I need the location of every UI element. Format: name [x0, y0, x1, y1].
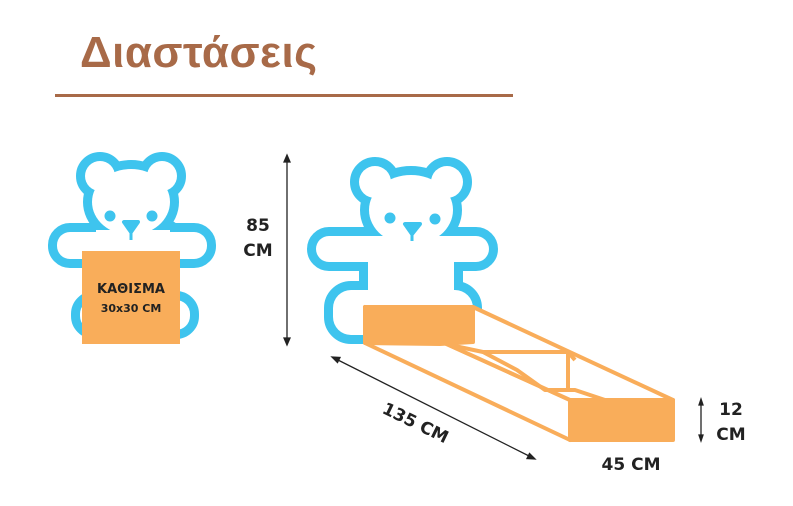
height-unit: CM [243, 241, 272, 261]
length-arrow-icon [330, 356, 537, 460]
width-label: 45 CM [602, 455, 661, 475]
seat-label: ΚΑΘΙΣΜΑ [97, 282, 165, 297]
depth-unit: CM [716, 425, 745, 445]
depth-value: 12 [719, 400, 743, 420]
seat-size: 30x30 CM [101, 302, 162, 315]
height-arrow-icon [283, 153, 291, 347]
title-underline [55, 94, 513, 97]
length-label: 135 CM [379, 399, 451, 448]
page-title: Διαστάσεις [80, 28, 318, 77]
seat-box [82, 251, 180, 344]
height-value: 85 [246, 216, 270, 236]
toy-box [363, 305, 675, 442]
depth-arrow-icon [698, 396, 704, 444]
